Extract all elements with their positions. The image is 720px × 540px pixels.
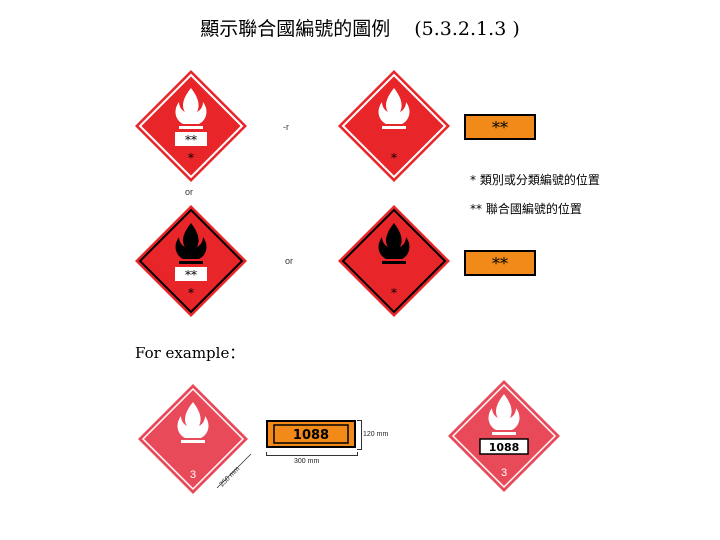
section-reference: (5.3.2.1.3 ) xyxy=(414,18,520,40)
placard-black-flame-separate-panel: * xyxy=(338,205,450,317)
separator-text: -r xyxy=(283,122,289,132)
class-digit: 3 xyxy=(190,469,196,481)
flame-icon xyxy=(175,88,207,129)
example-class-3-label: 3 250 mm xyxy=(135,382,255,497)
un-number-mark: ** xyxy=(185,133,197,147)
dimension-label: 250 mm xyxy=(530,463,553,486)
class-number-mark: * xyxy=(188,151,194,165)
class-number-mark: * xyxy=(391,151,397,165)
separator-text: or xyxy=(285,256,294,266)
dimension-panel-height: 120 mm xyxy=(363,431,389,438)
placard-black-flame-with-un-number: ** * xyxy=(135,205,247,317)
un-number-value: 1088 xyxy=(489,441,520,454)
class-digit: 3 xyxy=(501,467,507,479)
flame-icon xyxy=(175,223,207,264)
example-un-panel: 1088 xyxy=(266,420,356,448)
flame-icon xyxy=(177,402,209,443)
separator-or: or xyxy=(185,187,194,197)
dimension-bracket-width xyxy=(266,452,358,456)
title-text: 顯示聯合國編號的圖例 xyxy=(200,18,391,40)
flame-icon xyxy=(488,394,520,435)
un-number-panel: ** xyxy=(464,250,536,276)
class-number-mark: * xyxy=(391,286,397,300)
dimension-bracket-height xyxy=(357,420,362,450)
example-label: For example： xyxy=(135,344,245,362)
flame-icon xyxy=(378,88,410,129)
dimension-panel-width: 300 mm xyxy=(294,458,320,465)
legend-un-note: ** 聯合國編號的位置 xyxy=(470,202,582,216)
un-number-mark: ** xyxy=(185,268,197,282)
dimension-label: 250 mm xyxy=(219,465,242,488)
legend-class-note: * 類別或分類編號的位置 xyxy=(470,173,600,187)
example-class-3-label-with-un-number: 1088 3 250 mm xyxy=(446,378,566,496)
placard-white-flame-separate-panel: * xyxy=(338,70,450,182)
un-number-panel: ** xyxy=(464,114,536,140)
un-number-value: 1088 xyxy=(293,428,329,443)
page-title: 顯示聯合國編號的圖例 (5.3.2.1.3 ) xyxy=(0,14,720,41)
flame-icon xyxy=(378,223,410,264)
dimension-line xyxy=(216,453,252,489)
placard-white-flame-with-un-number: ** * xyxy=(135,70,247,182)
class-number-mark: * xyxy=(188,286,194,300)
